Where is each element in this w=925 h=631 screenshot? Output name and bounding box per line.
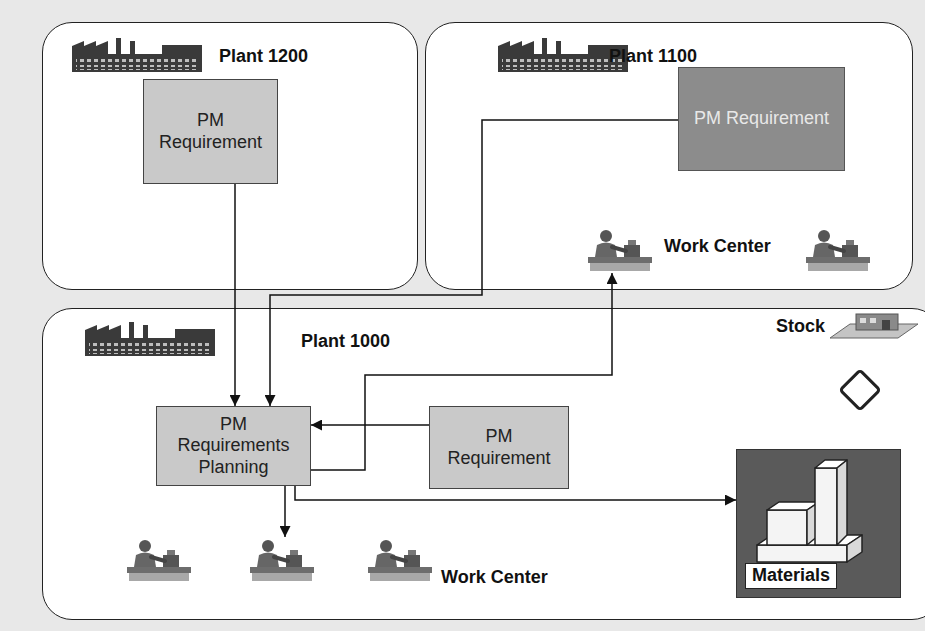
worker-icon xyxy=(588,230,652,271)
process-box: PM Requirement xyxy=(678,67,845,171)
flow-arrow xyxy=(295,486,736,500)
flow-arrow xyxy=(284,486,286,537)
plant-region: PM Requirement Plant 1200 xyxy=(42,22,418,290)
area-label: Stock xyxy=(776,316,825,337)
stock-building-icon xyxy=(830,314,918,338)
materials-box: Materials xyxy=(736,449,901,598)
work-center-group: Work Center xyxy=(126,537,596,599)
work-center-label: Work Center xyxy=(441,567,548,589)
factory-icon xyxy=(498,38,628,72)
plant-title: Plant 1200 xyxy=(219,46,308,68)
box-label: PM Requirement xyxy=(694,108,829,130)
plant-title: Plant 1000 xyxy=(301,331,390,353)
factory-icon xyxy=(85,322,215,356)
clipboard-icon xyxy=(840,370,880,410)
worker-icon xyxy=(806,230,870,271)
box-label: PM Requirements Planning xyxy=(169,414,298,479)
process-box: PM Requirement xyxy=(143,79,278,184)
plant-title: Plant 1100 xyxy=(609,46,697,68)
worker-icon xyxy=(127,540,191,581)
box-label: PM Requirement xyxy=(156,110,265,153)
process-box: PM Requirement xyxy=(429,406,569,489)
box-label: PM Requirement xyxy=(442,426,556,469)
flow-arrow xyxy=(311,273,612,470)
worker-icon xyxy=(368,540,432,581)
process-box: PM Requirements Planning xyxy=(156,406,311,486)
factory-icon xyxy=(72,38,202,72)
worker-icon xyxy=(250,540,314,581)
work-center-label: Work Center xyxy=(664,236,771,258)
flow-arrow xyxy=(311,424,429,426)
label-layer: Stock xyxy=(0,0,49,21)
flow-arrow xyxy=(270,120,678,406)
work-center-group: Work Center xyxy=(586,226,871,273)
plant-region: PM RequirementWork Center Plant 1100 xyxy=(425,22,913,290)
plant-region: PM Requirements Planning PM RequirementWo… xyxy=(42,308,925,620)
flow-arrow xyxy=(234,184,236,406)
box-label: Materials xyxy=(745,563,837,589)
